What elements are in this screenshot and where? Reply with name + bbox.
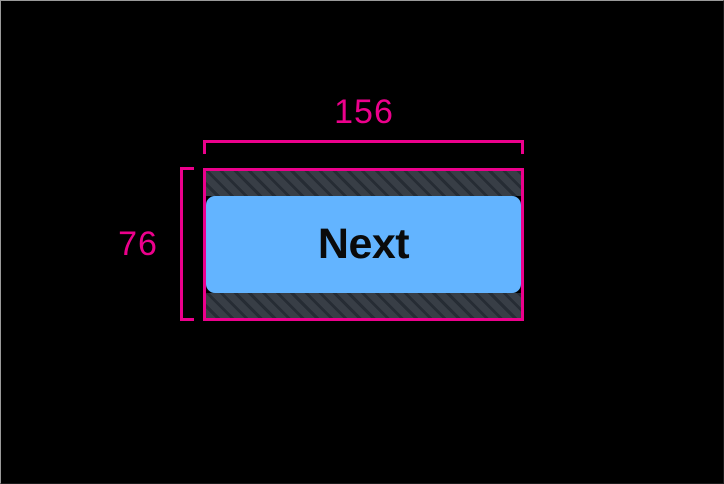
next-button-label: Next [317, 220, 410, 268]
height-dimension-label: 76 [118, 225, 158, 263]
height-dimension-bracket [180, 167, 194, 321]
element-highlight-outline: Next [203, 168, 524, 321]
padding-band-bottom [206, 293, 521, 318]
next-button[interactable]: Next [206, 196, 521, 293]
width-dimension-bracket [203, 140, 524, 154]
padding-band-top [206, 171, 521, 196]
element-box-model: Next [206, 171, 521, 318]
width-dimension-label: 156 [334, 93, 394, 131]
